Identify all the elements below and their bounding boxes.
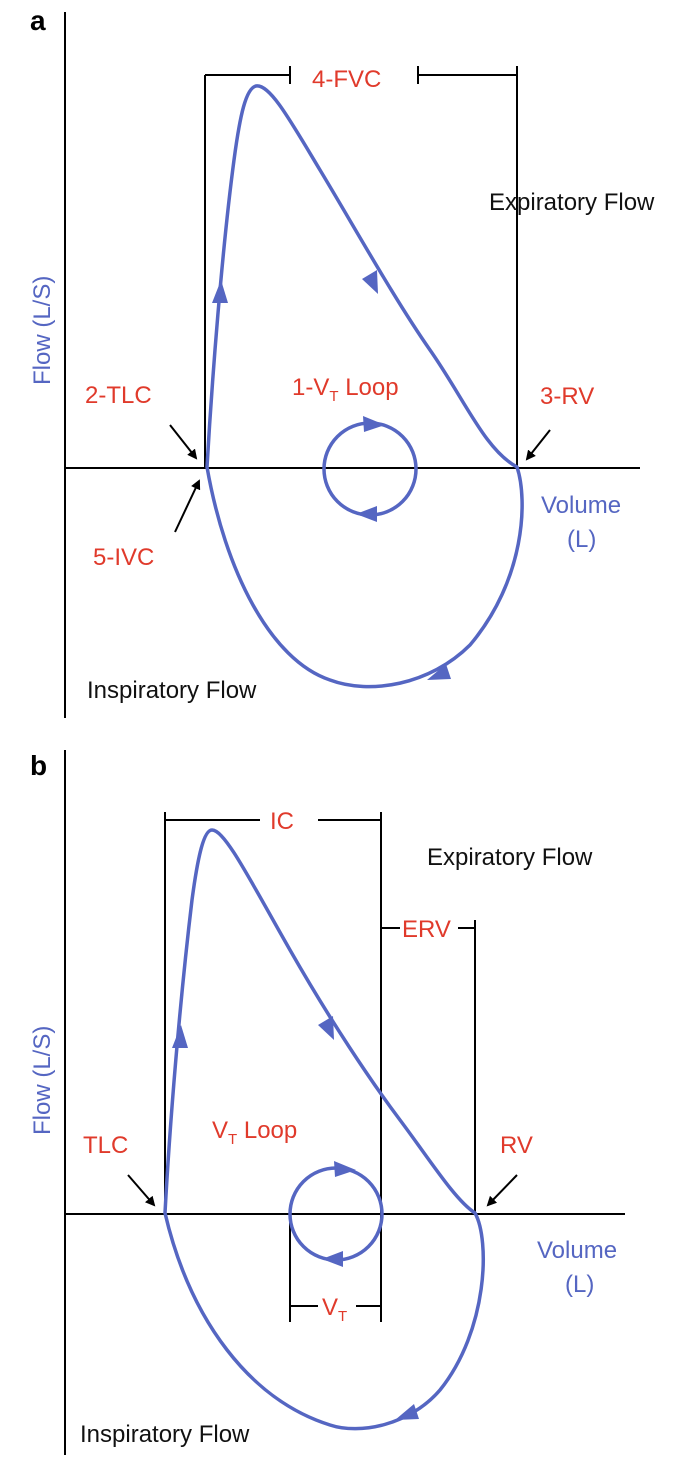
panel-a-rv-label: 3-RV xyxy=(540,383,594,410)
panel-a-inspiratory-label: Inspiratory Flow xyxy=(87,677,257,704)
panel-a-tidal-arrow-top xyxy=(363,416,385,432)
panel-a: a 4-FVC 2-TLC 3-RV 5-IVC 1 xyxy=(29,5,655,718)
panel-b-erv-bracket xyxy=(381,920,476,1214)
panel-a-tlc-label: 2-TLC xyxy=(85,382,152,409)
panel-b-vt-loop-label: VT Loop xyxy=(212,1117,297,1148)
panel-b-arrow-down xyxy=(318,1016,334,1040)
panel-a-arrow-up xyxy=(212,280,228,303)
panel-b-inspiratory-label: Inspiratory Flow xyxy=(80,1421,250,1448)
panel-b-ic-label: IC xyxy=(270,808,294,835)
panel-b-arrow-up xyxy=(172,1025,188,1048)
panel-a-arrow-down xyxy=(362,270,378,294)
panel-b-expiratory-label: Expiratory Flow xyxy=(427,844,593,871)
panel-b-ic-bracket xyxy=(164,812,382,1214)
panel-b-letter: b xyxy=(30,750,47,781)
panel-a-rv-pointer xyxy=(525,429,551,461)
panel-b-rv-pointer xyxy=(486,1174,518,1207)
panel-a-volume-label: Volume xyxy=(541,492,621,519)
panel-a-flow-volume-loop xyxy=(205,84,524,689)
panel-b-tidal-arrow-bottom xyxy=(322,1251,343,1267)
panel-a-ivc-label: 5-IVC xyxy=(93,544,154,571)
panel-b-vt-bracket xyxy=(289,1214,382,1322)
panel-a-ivc-pointer xyxy=(174,479,201,533)
panel-b-volume-label: Volume xyxy=(537,1237,617,1264)
panel-a-volume-unit: (L) xyxy=(567,526,596,553)
panel-a-fvc-label: 4-FVC xyxy=(312,66,381,93)
panel-a-tidal-arrow-bottom xyxy=(356,506,377,522)
panel-b-rv-label: RV xyxy=(500,1132,533,1159)
panel-a-flow-axis-label: Flow (L/S) xyxy=(29,276,56,385)
panel-a-letter: a xyxy=(30,5,46,36)
panel-b-tlc-label: TLC xyxy=(83,1132,128,1159)
panel-a-vt-loop-label: 1-VT Loop xyxy=(292,374,399,405)
panel-b-tidal-arrow-top xyxy=(334,1161,356,1177)
panel-b-erv-label: ERV xyxy=(402,916,451,943)
panel-b-volume-unit: (L) xyxy=(565,1271,594,1298)
panel-a-tlc-pointer xyxy=(169,424,198,460)
panel-b-flow-axis-label: Flow (L/S) xyxy=(29,1026,56,1135)
panel-a-arrow-insp xyxy=(427,664,451,680)
panel-a-expiratory-label: Expiratory Flow xyxy=(489,189,655,216)
panel-a-fvc-bracket xyxy=(204,66,518,468)
panel-b-tlc-pointer xyxy=(127,1174,156,1207)
panel-b-vt-label: VT xyxy=(322,1294,347,1325)
panel-b-flow-volume-loop xyxy=(163,828,486,1431)
panel-b-arrow-insp xyxy=(395,1404,419,1420)
panel-b: b IC ERV VT xyxy=(29,750,625,1455)
